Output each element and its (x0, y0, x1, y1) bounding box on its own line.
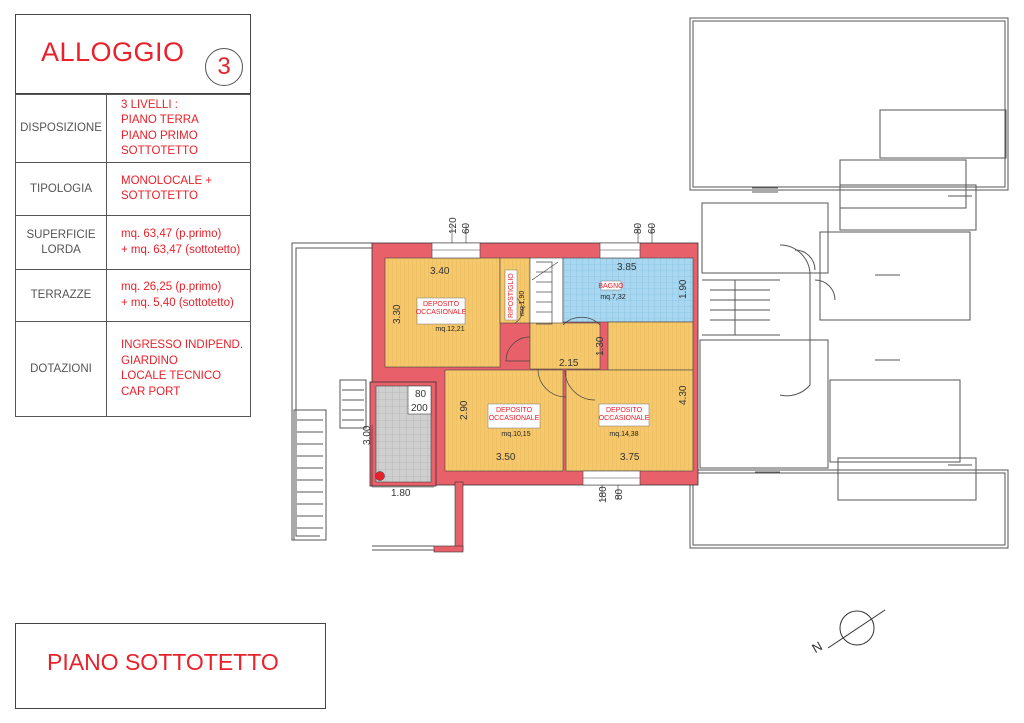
door-swings (505, 296, 601, 401)
row-value: MONOLOCALE +SOTTOTETTO (106, 162, 251, 216)
dim-300: 3.00 (362, 425, 373, 445)
dim-330: 3.30 (392, 304, 403, 324)
row-label: TERRAZZE (15, 269, 107, 322)
stair-detail (531, 261, 559, 325)
room-deposito-3 (607, 321, 694, 371)
dim-80-top: 80 (633, 222, 644, 234)
row-value: mq. 26,25 (p.primo)+ mq. 5,40 (sottotett… (106, 269, 251, 322)
chimney-dot (375, 471, 385, 481)
room-area-deposito-2: mq.10,15 (501, 431, 530, 438)
adjacent-building (689, 17, 1009, 549)
dim-430: 4.30 (678, 385, 689, 405)
dim-350: 3.50 (496, 452, 516, 463)
north-label: N (809, 638, 825, 656)
dim-375: 3.75 (620, 452, 640, 463)
dim-80-bottom: 80 (614, 488, 625, 500)
row-label: TIPOLOGIA (15, 162, 107, 216)
dim-215: 2.15 (559, 358, 579, 369)
floor-title-box: PIANO SOTTOTETTO (15, 623, 326, 709)
floor-title: PIANO SOTTOTETTO (47, 649, 279, 675)
terrace-outline (291, 242, 434, 551)
room-area-ripostiglio: mq.1,90 (519, 291, 526, 316)
dim-80: 80 (415, 389, 427, 400)
room-area-deposito-3: mq.14,38 (609, 431, 638, 438)
room-bagno (562, 257, 694, 323)
dim-385: 3.85 (617, 262, 637, 273)
unit-number-badge: 3 (205, 48, 243, 86)
row-label: DOTAZIONI (15, 321, 107, 417)
dimension-lines (371, 225, 653, 500)
room-disimpegno (529, 322, 601, 370)
dim-60-a: 60 (461, 222, 472, 234)
stair (529, 257, 564, 329)
dim-200: 200 (411, 403, 428, 414)
room-area-bagno: mq.7,32 (600, 294, 625, 301)
room-area-deposito-1: mq.12,21 (435, 326, 464, 333)
dim-290: 2.90 (459, 400, 470, 420)
north-compass-icon (827, 609, 886, 649)
unit-title: ALLOGGIO (41, 37, 185, 67)
dim-190: 1.90 (678, 279, 689, 299)
room-label-bagno: BAGNO (598, 283, 624, 290)
dim-60-b: 60 (647, 222, 658, 234)
dim-120: 120 (448, 217, 459, 234)
terrace-stair-gap (407, 385, 432, 415)
window-lines (432, 249, 640, 479)
dim-180-bottom: 180 (598, 486, 609, 503)
room-label-ripostiglio: RIPOSTIGLIO (508, 273, 515, 318)
dim-340: 3.40 (430, 266, 450, 277)
title-box: ALLOGGIO 3 (15, 14, 251, 94)
dim-130: 1.30 (595, 336, 606, 356)
dim-180: 1.80 (391, 488, 411, 499)
